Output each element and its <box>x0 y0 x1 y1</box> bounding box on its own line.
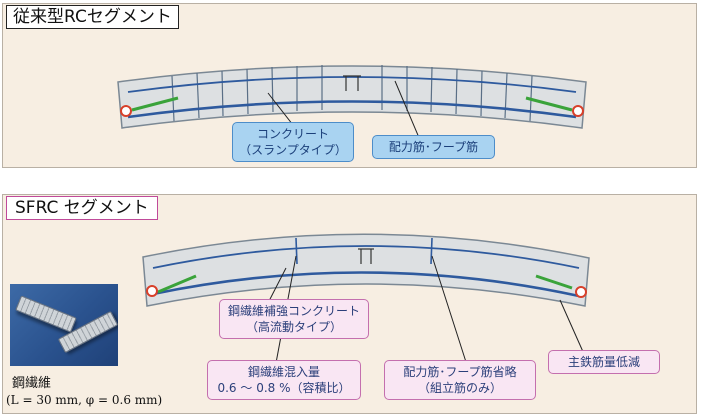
steel-fiber-label: 鋼繊維 <box>12 376 52 391</box>
sfrc-assembly-bars <box>295 237 433 265</box>
sfrc-concrete-callout-line2: （高流動タイプ） <box>245 320 342 334</box>
steel-fiber-photo <box>10 284 118 366</box>
rc-right-anchor-bar <box>525 96 573 112</box>
rc-concrete-callout-line1: コンクリート <box>256 127 329 141</box>
sfrc-grout-hole-icon <box>358 248 374 264</box>
rc-segment <box>117 65 587 141</box>
rebar-omit-callout: 配力筋･フープ筋省略 （組立筋のみ） <box>384 360 536 400</box>
sfrc-concrete-callout-line1: 鋼繊維補強コンクリート <box>227 304 360 318</box>
sfrc-main-rebar-leader <box>559 299 585 355</box>
rc-outer-rebar <box>127 76 577 93</box>
sfrc-right-anchor-bar <box>535 274 573 290</box>
rc-segment-title: 従来型RCセグメント <box>6 5 179 29</box>
rc-rebar-leader <box>394 80 421 141</box>
rc-concrete-callout: コンクリート （スランプタイプ） <box>232 122 354 162</box>
sfrc-outer-rebar <box>152 245 580 269</box>
steel-fiber-icon <box>15 295 77 333</box>
rc-grout-hole-icon <box>343 75 361 91</box>
sfrc-inner-rebar <box>152 271 580 298</box>
rebar-omit-callout-line1: 配力筋･フープ筋省略 <box>403 365 517 379</box>
rc-inner-rebar <box>127 100 577 119</box>
rebar-omit-callout-line2: （組立筋のみ） <box>417 381 502 395</box>
sfrc-segment-body <box>142 233 590 307</box>
main-rebar-callout: 主鉄筋量低減 <box>548 350 660 374</box>
sfrc-concrete-callout: 鋼繊維補強コンクリート （高流動タイプ） <box>219 299 369 339</box>
sfrc-rebar-omit-leader <box>431 255 467 363</box>
rc-rebar-callout: 配力筋･フープ筋 <box>372 135 495 159</box>
rc-rebar-callout-line1: 配力筋･フープ筋 <box>388 140 479 154</box>
sfrc-segment <box>142 233 590 364</box>
sfrc-left-joint-icon <box>146 285 158 297</box>
fiber-mix-callout-line2: 0.6 ～ 0.8 %（容積比） <box>217 381 351 395</box>
rc-concrete-callout-line2: （スランプタイプ） <box>239 143 347 157</box>
main-rebar-callout-line1: 主鉄筋量低減 <box>567 355 640 369</box>
sfrc-segment-title: SFRC セグメント <box>6 196 158 220</box>
rc-stirrups <box>171 65 533 122</box>
rc-left-joint-icon <box>120 105 132 117</box>
rc-right-joint-icon <box>572 105 584 117</box>
rc-left-anchor-bar <box>131 96 179 112</box>
fiber-mix-callout: 鋼繊維混入量 0.6 ～ 0.8 %（容積比） <box>207 360 361 400</box>
fiber-mix-callout-line1: 鋼繊維混入量 <box>247 365 320 379</box>
sfrc-right-joint-icon <box>575 286 587 298</box>
sfrc-concrete-leader <box>267 267 287 304</box>
sfrc-left-anchor-bar <box>157 274 197 294</box>
steel-fiber-spec: (L = 30 mm, φ = 0.6 mm) <box>6 393 163 407</box>
rc-segment-body <box>117 65 587 129</box>
